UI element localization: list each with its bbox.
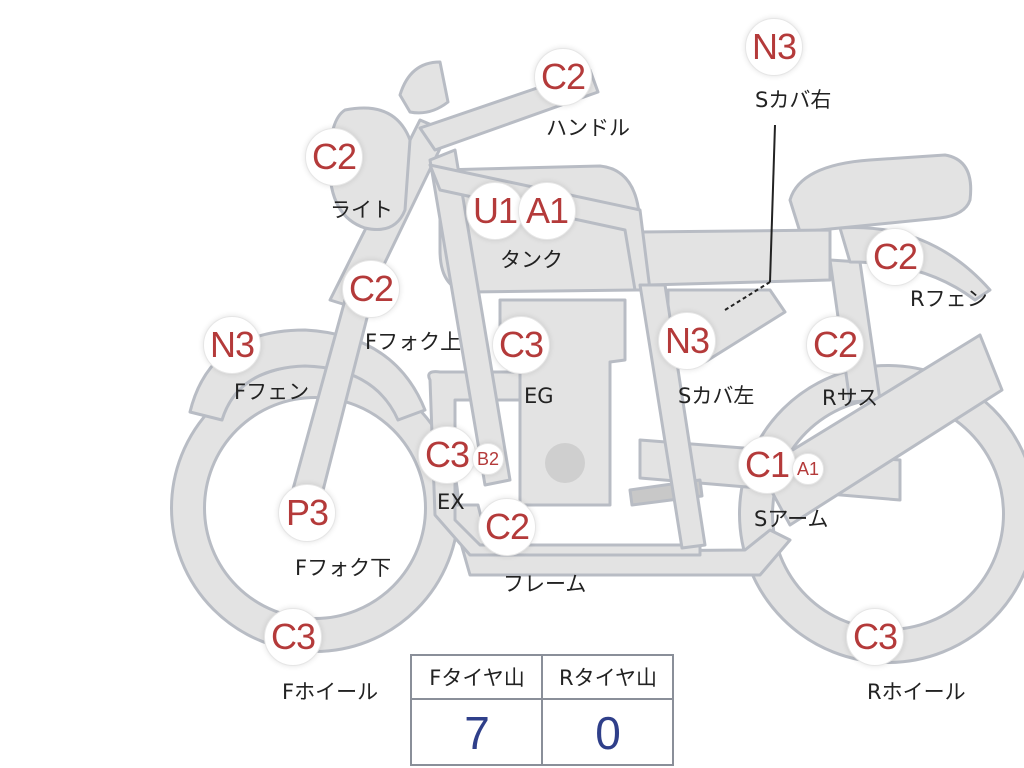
s-cover-left-label: Sカバ左 (678, 384, 755, 408)
r-suspension-label: Rサス (822, 386, 879, 410)
r-fender-grade-badge: C2 (866, 228, 924, 286)
exhaust-grade-badge-small: B2 (472, 443, 504, 475)
f-fork-lower-grade-badge: P3 (278, 484, 336, 542)
f-wheel-label: Fホイール (282, 680, 379, 704)
front-tread-header: Fタイヤ山 (412, 656, 542, 700)
light-grade-badge: C2 (305, 128, 363, 186)
handle-grade-badge: C2 (534, 48, 592, 106)
f-fork-lower-label: Fフォク下 (295, 556, 392, 580)
light-label: ライト (330, 198, 393, 222)
rear-tread-header: Rタイヤ山 (543, 656, 673, 700)
f-fender-label: Fフェン (234, 380, 310, 404)
engine-label: EG (524, 384, 554, 408)
exhaust-shape (427, 370, 702, 557)
seat-shape (788, 153, 973, 234)
table-divider (541, 656, 543, 764)
frame-label: フレーム (503, 572, 587, 596)
s-cover-right-leader (769, 124, 776, 283)
front-tread-value: 7 (464, 707, 490, 759)
tank-grade-badge-2: A1 (518, 182, 576, 240)
s-cover-right-label: Sカバ右 (755, 88, 832, 112)
engine-grade-badge: C3 (492, 316, 550, 374)
f-fork-upper-label: Fフォク上 (365, 330, 462, 354)
tank-label: タンク (500, 248, 563, 272)
s-cover-right-grade-badge: N3 (745, 18, 803, 76)
r-wheel-label: Rホイール (867, 680, 966, 704)
f-wheel-grade-badge: C3 (264, 608, 322, 666)
swing-arm-grade-badge: C1 (738, 436, 796, 494)
r-wheel-grade-badge: C3 (846, 608, 904, 666)
r-suspension-grade-badge: C2 (806, 316, 864, 374)
f-fork-upper-grade-badge: C2 (342, 260, 400, 318)
swing-arm-label: Sアーム (754, 507, 829, 531)
swing-arm-grade-badge-small: A1 (792, 453, 824, 485)
tank-grade-badge-1: U1 (466, 182, 524, 240)
rear-tread-value: 0 (595, 707, 621, 759)
exhaust-grade-badge: C3 (418, 426, 476, 484)
s-cover-left-grade-badge: N3 (658, 312, 716, 370)
f-fender-grade-badge: N3 (203, 316, 261, 374)
exhaust-label: EX (437, 490, 465, 514)
handle-label: ハンドル (546, 116, 630, 140)
tire-tread-table: Fタイヤ山 Rタイヤ山 7 0 (410, 654, 674, 766)
r-fender-label: Rフェン (910, 287, 988, 311)
frame-grade-badge: C2 (478, 498, 536, 556)
